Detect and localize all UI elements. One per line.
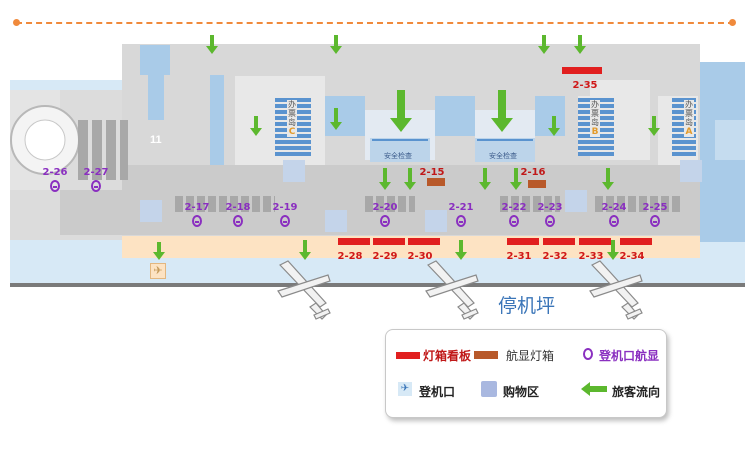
- gate-display-label-2-17: 2-17: [184, 202, 210, 213]
- security-check-2: [475, 138, 535, 162]
- billboard-2-29: [373, 238, 405, 245]
- flow-arrow: [390, 90, 412, 132]
- shop-6: [140, 200, 162, 222]
- security-check-label-1: 安全检查: [384, 153, 412, 160]
- gate-display-label-2-24: 2-24: [601, 202, 627, 213]
- legend-boarding-gate-label: 登机口: [419, 385, 456, 399]
- billboard-2-28: [338, 238, 370, 245]
- counter-letter-a: A: [685, 127, 693, 137]
- legend-shopping-label: 购物区: [503, 385, 540, 399]
- gate-display-label-2-18: 2-18: [225, 202, 251, 213]
- flight-lightbox-label-1: 2-15: [419, 167, 445, 178]
- flight-lightbox-1: [427, 178, 445, 186]
- billboard-2-32: [543, 238, 575, 245]
- legend-flight-lightbox-label: 航显灯箱: [506, 349, 555, 363]
- seating-area-3: [500, 196, 560, 212]
- gate-display-2-24: [609, 215, 619, 227]
- billboard-label-2-32: 2-32: [542, 251, 568, 262]
- billboard-label-2-33: 2-33: [578, 251, 604, 262]
- gate-display-2-20: [380, 215, 390, 227]
- gate-display-2-21: [456, 215, 466, 227]
- legend-boarding-gate-icon: ✈: [398, 382, 412, 396]
- apron-label: 停机坪: [498, 295, 556, 317]
- gate-display-2-17: [192, 215, 202, 227]
- counter-text-c: 办票岛: [288, 100, 296, 127]
- billboard-2-35: [562, 67, 602, 74]
- gate-display-label-2-27: 2-27: [83, 167, 109, 178]
- security-check-label-2: 安全检查: [489, 153, 517, 160]
- airplane-icon: [277, 260, 331, 320]
- legend-shopping-icon: [481, 381, 497, 397]
- gate-display-2-19: [280, 215, 290, 227]
- gate-display-2-18: [233, 215, 243, 227]
- flight-lightbox-2: [528, 180, 546, 188]
- billboard-label-2-30: 2-30: [407, 251, 433, 262]
- legend-flight-lightbox-swatch: [474, 351, 498, 359]
- shop-3: [425, 210, 447, 232]
- seating-area-2: [365, 196, 415, 212]
- gate-display-label-2-22: 2-22: [501, 202, 527, 213]
- apron-edge: [10, 283, 745, 287]
- gate-display-label-2-25: 2-25: [642, 202, 668, 213]
- seating-area-4: [595, 196, 680, 212]
- seating-area-1: [175, 196, 275, 212]
- counter-label-c: 办票岛 C: [287, 100, 297, 137]
- billboard-label-2-31: 2-31: [506, 251, 532, 262]
- boarding-gate-icon: ✈: [150, 263, 166, 279]
- counter-letter-c: C: [288, 127, 296, 137]
- legend-passenger-flow-arrow: [581, 382, 607, 396]
- shop-4: [565, 190, 587, 212]
- counter-label-b: 办票岛 B: [590, 100, 600, 137]
- billboard-label-2-28: 2-28: [337, 251, 363, 262]
- glass-strip: [140, 45, 170, 75]
- billboard-2-34: [620, 238, 652, 245]
- top-boundary-line: [16, 22, 734, 24]
- top-boundary-dot-right: [729, 19, 736, 26]
- shop-5: [680, 160, 702, 182]
- gate-display-2-27: [91, 180, 101, 192]
- legend-passenger-flow-label: 旅客流向: [612, 385, 661, 399]
- counter-label-a: 办票岛 A: [684, 100, 694, 137]
- billboard-label-2-29: 2-29: [372, 251, 398, 262]
- billboard-2-31: [507, 238, 539, 245]
- gate-display-label-2-20: 2-20: [372, 202, 398, 213]
- gate-display-2-26: [50, 180, 60, 192]
- airplanes: [277, 260, 643, 320]
- top-boundary-dot-left: [13, 19, 20, 26]
- gate-display-label-2-21: 2-21: [448, 202, 474, 213]
- counter-letter-b: B: [591, 127, 599, 137]
- elevator-label: 11: [150, 134, 162, 146]
- legend-gate-display-label: 登机口航显: [599, 349, 660, 363]
- billboard-label-2-34: 2-34: [619, 251, 645, 262]
- legend-billboard-label: 灯箱看板: [423, 349, 472, 363]
- gate-display-2-25: [650, 215, 660, 227]
- gate-display-label-2-26: 2-26: [42, 167, 68, 178]
- flight-lightbox-label-2: 2-16: [520, 167, 546, 178]
- billboard-2-30: [408, 238, 440, 245]
- seating-area-left: [78, 120, 128, 180]
- counter-text-b: 办票岛: [591, 100, 599, 127]
- shop-1: [283, 160, 305, 182]
- legend-box: 灯箱看板 航显灯箱 登机口航显 ✈ 登机口 购物区 旅客流向: [385, 329, 667, 418]
- gate-display-2-22: [509, 215, 519, 227]
- legend-billboard-swatch: [396, 352, 420, 359]
- gate-display-2-23: [545, 215, 555, 227]
- gate-display-label-2-19: 2-19: [272, 202, 298, 213]
- shop-2: [325, 210, 347, 232]
- billboard-label-2-35: 2-35: [572, 80, 598, 91]
- security-check-1: [370, 138, 430, 162]
- billboard-2-33: [579, 238, 611, 245]
- counter-text-a: 办票岛: [685, 100, 693, 127]
- legend-gate-display-icon: [583, 348, 593, 360]
- gate-display-label-2-23: 2-23: [537, 202, 563, 213]
